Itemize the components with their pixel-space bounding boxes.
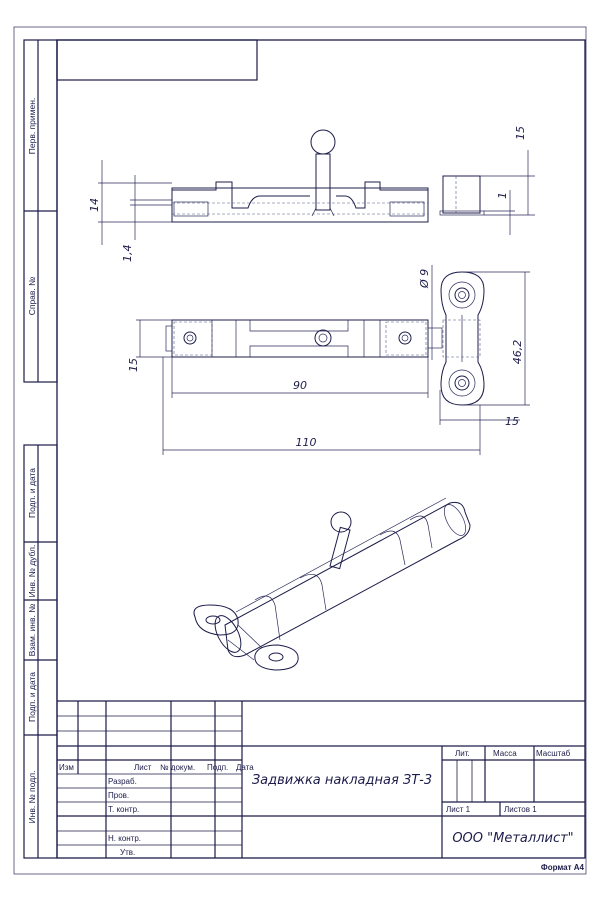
company-name: ООО "Металлист" bbox=[452, 831, 573, 846]
sidebar-label: Инв. № дубл. bbox=[27, 545, 37, 598]
sidebar-label: Перв. примен. bbox=[27, 98, 37, 155]
keeper-side bbox=[442, 175, 481, 214]
sidebar-label: Взам. инв. № bbox=[27, 604, 37, 657]
sidebar-label: Инв. № подл. bbox=[27, 771, 37, 824]
col-doc: № докум. bbox=[160, 763, 195, 772]
knob bbox=[310, 129, 336, 155]
top-view: 15 90 110 15 46,2 Ø 9 bbox=[127, 265, 530, 455]
isometric-view bbox=[193, 497, 471, 671]
label-sheet: Лист 1 bbox=[446, 805, 471, 814]
label-massa: Масса bbox=[493, 749, 517, 758]
col-sign: Подп. bbox=[207, 763, 228, 772]
dim-side-gap: 1 bbox=[496, 192, 509, 199]
dim-side-plate: 1,4 bbox=[121, 245, 134, 263]
sidebar-label: Подп. и дата bbox=[27, 672, 37, 722]
dim-side-keeper: 15 bbox=[514, 126, 527, 140]
label-n-kontr: Н. контр. bbox=[108, 834, 141, 843]
keeper-top bbox=[440, 271, 485, 406]
drawing-title: Задвижка накладная ЗТ-3 bbox=[252, 773, 432, 788]
col-list: Лист bbox=[134, 763, 152, 772]
side-view: 14 1,4 15 1 bbox=[88, 126, 535, 262]
sidebar-label: Подп. и дата bbox=[27, 468, 37, 518]
dim-bolt-diameter: Ø 9 bbox=[418, 269, 431, 289]
dim-total-length: 110 bbox=[296, 436, 317, 449]
dim-body-width: 15 bbox=[127, 358, 140, 372]
label-sheets: Листов 1 bbox=[504, 805, 537, 814]
label-lit: Лит. bbox=[455, 749, 470, 758]
dim-keeper-height: 46,2 bbox=[511, 340, 524, 365]
label-prov: Пров. bbox=[108, 791, 129, 800]
title-block bbox=[57, 700, 585, 858]
sidebar-label: Справ. № bbox=[27, 277, 37, 316]
label-masshtab: Масштаб bbox=[536, 749, 571, 758]
label-format: Формат А4 bbox=[541, 863, 585, 872]
left-strip bbox=[23, 39, 58, 859]
col-izm: Изм bbox=[59, 763, 74, 772]
top-left-box bbox=[56, 39, 258, 81]
col-date: Дата bbox=[236, 763, 254, 772]
label-utv: Утв. bbox=[120, 848, 135, 857]
label-razrab: Разраб. bbox=[108, 777, 137, 786]
label-t-kontr: Т. контр. bbox=[108, 805, 139, 814]
dim-body-length: 90 bbox=[293, 379, 307, 392]
dim-side-height: 14 bbox=[88, 198, 101, 212]
drawing-frame bbox=[56, 39, 586, 859]
sheet-border bbox=[13, 26, 587, 875]
dim-keeper-width: 15 bbox=[505, 415, 519, 428]
